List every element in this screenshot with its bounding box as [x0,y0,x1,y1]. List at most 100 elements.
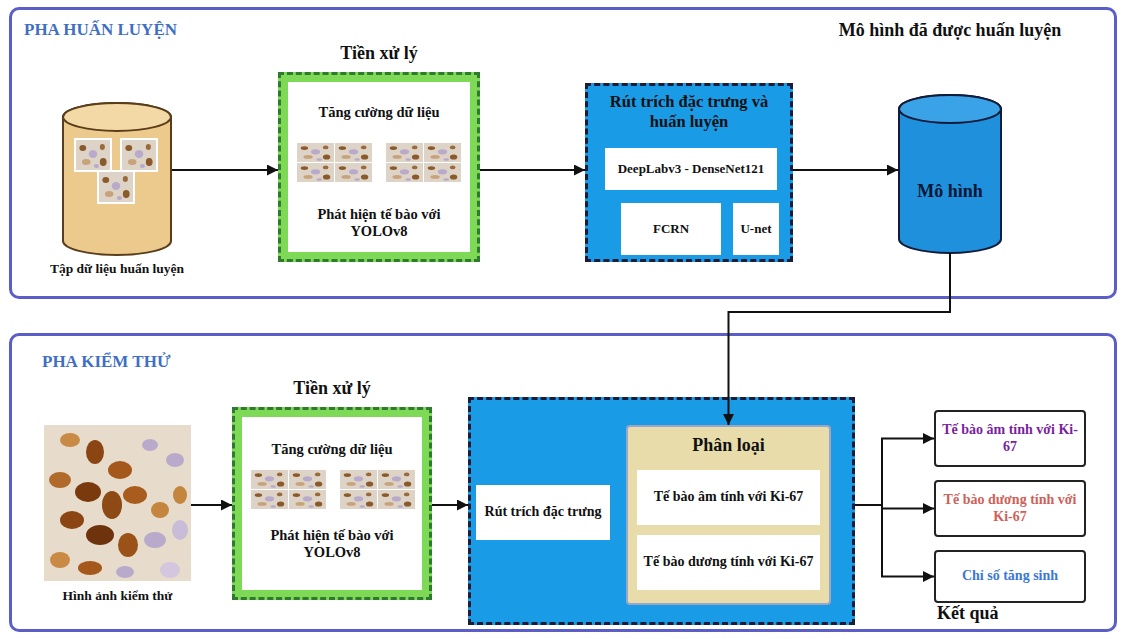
cylinder-top [899,95,1001,123]
box-label: Tế bào âm tính với Ki-67 [941,422,1079,456]
thumb [289,470,326,489]
thumb [122,140,156,170]
flow-arrow [729,253,951,425]
text-holder: Phân loại [628,435,829,457]
heading: Tăng cường dữ liệu [288,104,470,121]
micrograph-ground [44,425,191,581]
result-box: Tế bào dương tính với Ki-67 [934,480,1086,537]
thumb [340,490,377,509]
result-box: Chỉ số tăng sinh [934,550,1086,603]
text-holder: Phát hiện tế bào với YOLOv8 [246,527,418,562]
thumb [76,140,110,170]
augmentation-thumbnails-train [297,143,461,182]
model-cylinder: Mô hình đã được huấn luyệnMô hình [898,95,1002,253]
model-box: U-net [733,203,779,255]
thumb [297,143,334,162]
cell [166,453,184,467]
cell [78,561,102,575]
flow-arrow [793,169,898,171]
cell [60,433,80,447]
dataset-cylinder: Tập dữ liệu huấn luyện [62,103,172,255]
heading: Hình ảnh kiểm thử [24,588,211,604]
thumb [424,163,461,182]
preprocess-panel: Tăng cường dữ liệuPhát hiện tế bào với Y… [242,417,422,590]
flow-arrow [855,439,934,506]
cell [60,511,84,529]
cylinder-outline [62,103,172,255]
thumb-frame [74,138,112,172]
cell [151,502,169,518]
flow-arrow [432,504,468,506]
text-holder: PHA HUẤN LUYỆN [24,20,344,40]
feature-box: Rút trích đặc trưng [476,485,610,540]
box-label: DeepLabv3 - DenseNet121 [618,161,765,177]
thumb [251,490,288,509]
thumb [335,143,372,162]
thumb [386,163,423,182]
cell [86,525,114,545]
text-holder: Phát hiện tế bào với YOLOv8 [292,206,466,241]
thumb [378,470,415,489]
cell [160,562,180,578]
heading: PHA HUẤN LUYỆN [24,20,344,40]
cell [123,486,147,504]
thumb [340,470,377,489]
thumb [251,470,288,489]
model-box: FCRN [621,203,721,255]
box-label: Chỉ số tăng sinh [962,568,1058,585]
cell [49,472,71,488]
cell [102,491,122,519]
feature-training-box: DeepLabv3 - DenseNet121FCRN U-net Rút tríc… [585,83,793,262]
preprocess-box: Tăng cường dữ liệuPhát hiện tế bào với Y… [278,72,480,262]
box-label: FCRN [653,221,689,237]
test-micrograph [44,425,191,581]
cell [142,439,158,451]
box-label: Tế bào dương tính với Ki-67 [644,554,814,571]
heading: Mô hình đã được huấn luyện [838,20,1062,42]
cell [50,552,70,568]
box-label: U-net [740,221,771,237]
result-label: Kết quả [937,603,1057,625]
text-holder: Mô hình [898,181,1002,203]
text-holder: Tập dữ liệu huấn luyện [37,261,197,277]
cell [173,486,187,504]
text-holder: Tiền xử lý [232,378,432,400]
classification-box: Tế bào âm tính với Ki-67 Tế bào dương tín… [626,425,831,605]
flow-arrow [172,169,278,171]
box-label: Rút trích đặc trưng [485,504,602,521]
inference-box: Rút trích đặc trưng Tế bào âm tính với Ki… [468,397,855,625]
phase-panel: Hình ảnh kiểm thử Tăng cường dữ liệuPhát … [9,333,1117,632]
cylinder-outline [898,95,1002,253]
box-label: Tế bào âm tính với Ki-67 [654,489,804,506]
test-image: Hình ảnh kiểm thử [44,425,191,581]
preprocess-panel: Tăng cường dữ liệuPhát hiện tế bào với Y… [288,82,470,252]
cylinder-top [63,103,171,131]
dataset-thumbnails [74,138,158,204]
text-holder: Hình ảnh kiểm thử [24,588,211,604]
text-holder: Tiền xử lý [278,43,480,65]
thumb-frame [120,138,158,172]
thumb-frame [97,170,135,204]
heading: Rút trích đặc trưng và huấn luyện [592,92,786,132]
cell [108,461,132,479]
heading: Tăng cường dữ liệu [242,441,422,458]
text-holder: Tăng cường dữ liệu [288,104,470,121]
cell [172,520,188,540]
heading: Phân loại [628,435,829,457]
flow-arrow [855,505,934,577]
thumb [99,172,133,202]
thumb [289,490,326,509]
body-text: Phát hiện tế bào với YOLOv8 [246,527,418,562]
body-text: Phát hiện tế bào với YOLOv8 [292,206,466,241]
preprocess-box: Tăng cường dữ liệuPhát hiện tế bào với Y… [232,407,432,600]
text-holder: PHA KIỂM THỬ [42,352,362,372]
cell [144,532,166,548]
heading: Tiền xử lý [232,378,432,400]
thumb [378,490,415,509]
flow-arrow [191,504,232,506]
flow-arrow [480,169,585,171]
